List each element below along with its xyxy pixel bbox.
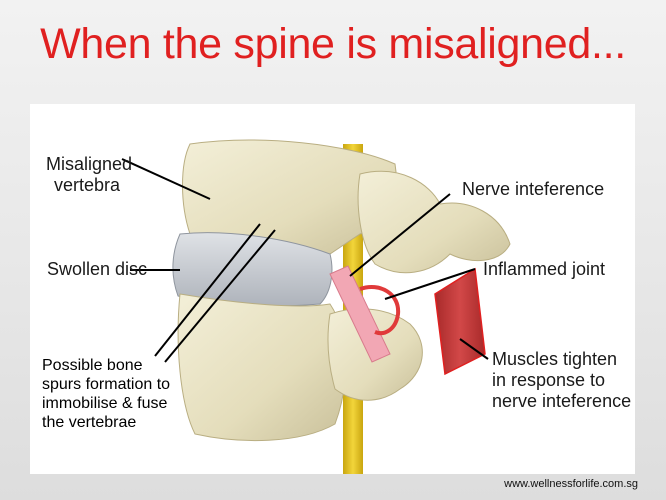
leader-muscles-tighten bbox=[459, 338, 489, 360]
leader-inflammed-joint bbox=[384, 268, 476, 300]
label-bone-spurs: Possible bone spurs formation to immobil… bbox=[42, 357, 171, 431]
lower-vertebra bbox=[177, 293, 347, 442]
upper-vertebra bbox=[182, 139, 397, 255]
leader-bone-spur-1 bbox=[154, 223, 261, 357]
label-nerve-interference: Nerve inteference bbox=[462, 179, 605, 199]
upper-posterior-process bbox=[357, 170, 511, 274]
leader-misaligned-vertebra bbox=[121, 158, 211, 200]
label-muscles-tighten: Muscles tighten in response to nerve int… bbox=[492, 349, 632, 411]
label-swollen-disc: Swollen disc bbox=[47, 259, 148, 279]
leader-nerve-interference bbox=[349, 193, 451, 277]
leader-bone-spur-2 bbox=[164, 229, 276, 363]
slide-title: When the spine is misaligned... bbox=[40, 20, 626, 68]
spine-illustration bbox=[121, 139, 511, 474]
illustration-panel: Misaligned vertebra Swollen disc Nerve i… bbox=[30, 104, 635, 474]
inflamed-joint bbox=[359, 285, 401, 335]
website-credit: www.wellnessforlife.com.sg bbox=[504, 478, 638, 490]
label-inflammed-joint: Inflammed joint bbox=[483, 259, 606, 279]
label-misaligned-vertebra: Misaligned vertebra bbox=[46, 154, 133, 195]
nerve-root bbox=[329, 265, 391, 363]
tight-muscle bbox=[434, 267, 486, 376]
